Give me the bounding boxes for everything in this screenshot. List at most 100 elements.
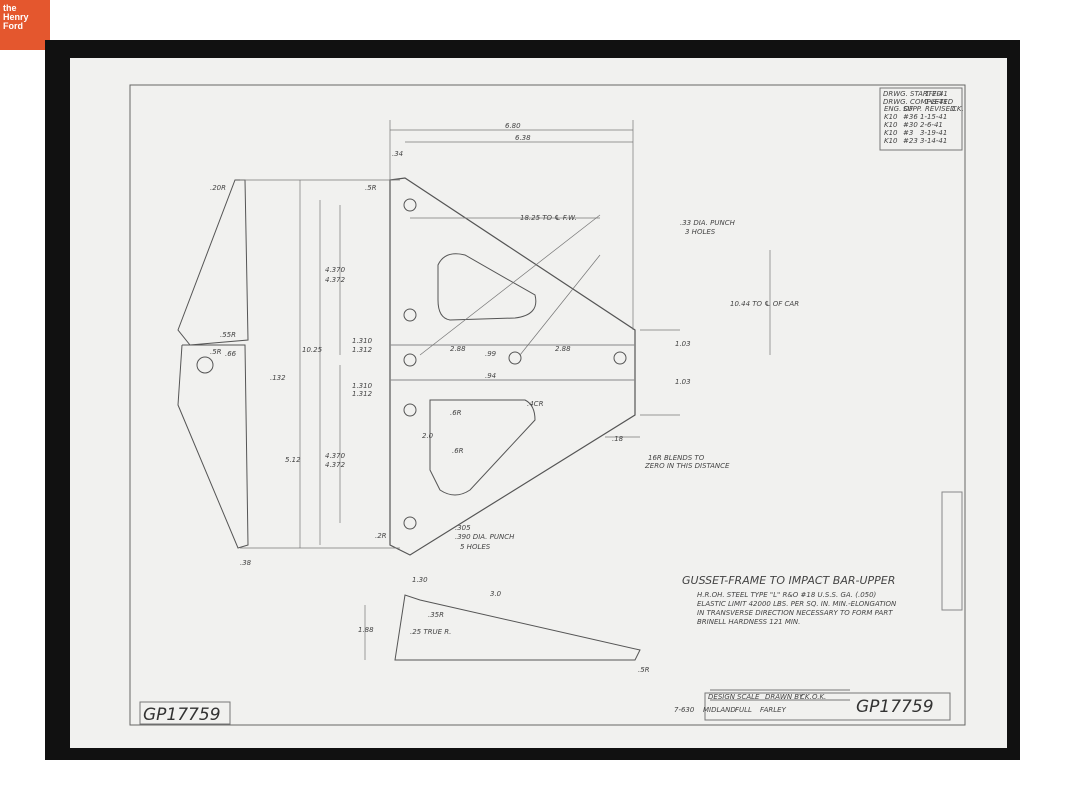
dim-label: 4.370	[325, 266, 346, 274]
dim-label: .132	[270, 374, 286, 382]
svg-text:#30: #30	[903, 121, 918, 129]
svg-text:1-15-41: 1-15-41	[920, 113, 947, 121]
gusset-plate	[389, 177, 636, 556]
dim-label: 1.310	[352, 382, 373, 390]
dim-label: 10.44 TO ℄ OF CAR	[730, 300, 799, 308]
dim-label: 1.312	[352, 390, 373, 398]
rev-col: ENG. OF	[884, 105, 914, 113]
side-view-lower	[177, 344, 249, 549]
logo-text: the	[3, 3, 17, 13]
dim-label: .4CR	[527, 400, 544, 408]
header: CK.	[800, 693, 812, 701]
logo-text: Ford	[3, 21, 23, 31]
dim-label: .18	[612, 435, 624, 443]
svg-text:K10: K10	[884, 137, 898, 145]
dim-label: 6.38	[515, 134, 531, 142]
header: DRAWN BY	[765, 693, 804, 701]
dimension-lines	[240, 120, 771, 660]
section-view	[394, 594, 641, 661]
rev-label: DRWG. STARTED	[883, 90, 942, 98]
dim-label: .99	[485, 350, 497, 358]
svg-text:#36: #36	[903, 113, 918, 121]
dim-label: 3 HOLES	[685, 228, 716, 236]
dim-label: .66	[225, 350, 237, 358]
dim-label: .25 TRUE R.	[410, 628, 451, 636]
dim-label: 18.25 TO ℄ F.W.	[520, 214, 577, 222]
header: O.K.	[812, 693, 826, 701]
dim-label: .94	[485, 372, 496, 380]
cutout-lower	[429, 399, 536, 496]
designer: MIDLAND	[703, 706, 736, 714]
note-line: IN TRANSVERSE DIRECTION NECESSARY TO FOR…	[697, 609, 893, 617]
dim-label: .34	[392, 150, 403, 158]
dim-label: 3.0	[490, 590, 502, 598]
dim-label: 5.12	[285, 456, 301, 464]
scale: FULL	[735, 706, 752, 714]
henry-ford-logo: the Henry Ford	[0, 0, 50, 50]
svg-text:3-14-41: 3-14-41	[920, 137, 947, 145]
note-line: ELASTIC LIMIT 42000 LBS. PER SQ. IN. MIN…	[697, 600, 897, 608]
dim-label: 1.310	[352, 337, 373, 345]
cutout-upper	[437, 253, 537, 321]
drawing-border	[129, 84, 966, 726]
dim-label: 2.88	[450, 345, 466, 353]
dim-label: 1.03	[675, 378, 691, 386]
svg-text:K10: K10	[884, 129, 898, 137]
dim-label: 6.80	[505, 122, 521, 130]
dim-label: .5R	[365, 184, 377, 192]
dim-label: .35R	[428, 611, 444, 619]
title-block	[704, 692, 951, 721]
punch-holes	[403, 198, 627, 530]
dim-label: 16R BLENDS TO	[648, 454, 705, 462]
dim-label: .5R	[638, 666, 650, 674]
dim-label: 2.0	[422, 432, 434, 440]
dim-label: 10.25	[302, 346, 323, 354]
rev-col: SUPP.	[903, 105, 922, 113]
drawing-sheet	[70, 58, 1007, 748]
svg-text:K10: K10	[884, 113, 898, 121]
dim-label: .20R	[210, 184, 226, 192]
header: SCALE	[737, 693, 760, 701]
drawn-by: FARLEY	[760, 706, 787, 714]
logo-text: Henry	[3, 12, 29, 22]
svg-text:3-19-41: 3-19-41	[920, 129, 947, 137]
rev-col: REVISED	[925, 105, 956, 113]
dim-label: .33 DIA. PUNCH	[680, 219, 736, 227]
dim-label: 1.312	[352, 346, 373, 354]
dim-label: 4.372	[325, 461, 346, 469]
svg-text:#23: #23	[903, 137, 918, 145]
svg-text:K10: K10	[884, 121, 898, 129]
rev-label: DRWG. COMPLETED	[883, 98, 954, 106]
note-line: BRINELL HARDNESS 121 MIN.	[697, 618, 800, 626]
side-table	[941, 491, 963, 611]
dim-label: 4.370	[325, 452, 346, 460]
dim-label: 1.88	[358, 626, 374, 634]
side-view-upper	[177, 179, 249, 346]
dim-label: 5 HOLES	[460, 543, 491, 551]
rev-value: 1-8-41	[925, 98, 948, 106]
ref-number: 7-630	[674, 706, 695, 714]
revision-table	[879, 87, 963, 151]
drawing-title: GUSSET-FRAME TO IMPACT BAR-UPPER	[682, 574, 895, 587]
svg-text:#3: #3	[903, 129, 913, 137]
header: DESIGN	[708, 693, 736, 701]
dim-label: .6R	[450, 409, 462, 417]
dim-label: .38	[240, 559, 252, 567]
dim-label: ZERO IN THIS DISTANCE	[644, 462, 730, 470]
dim-label: 4.372	[325, 276, 346, 284]
dim-label: .305	[455, 524, 471, 532]
dim-label: .390 DIA. PUNCH	[455, 533, 515, 541]
dim-label: .5R	[210, 348, 222, 356]
dim-label: .2R	[375, 532, 387, 540]
number-box	[139, 701, 231, 725]
rev-value: 1-7-41	[925, 90, 948, 98]
hole	[196, 356, 214, 374]
dim-label: .6R	[452, 447, 464, 455]
dim-label: 1.30	[412, 576, 428, 584]
svg-text:2-6-41: 2-6-41	[920, 121, 943, 129]
dim-label: .55R	[220, 331, 236, 339]
note-line: H.R.OH. STEEL TYPE "L" R&O #18 U.S.S. GA…	[697, 591, 877, 599]
rev-col: CK.	[952, 105, 964, 113]
